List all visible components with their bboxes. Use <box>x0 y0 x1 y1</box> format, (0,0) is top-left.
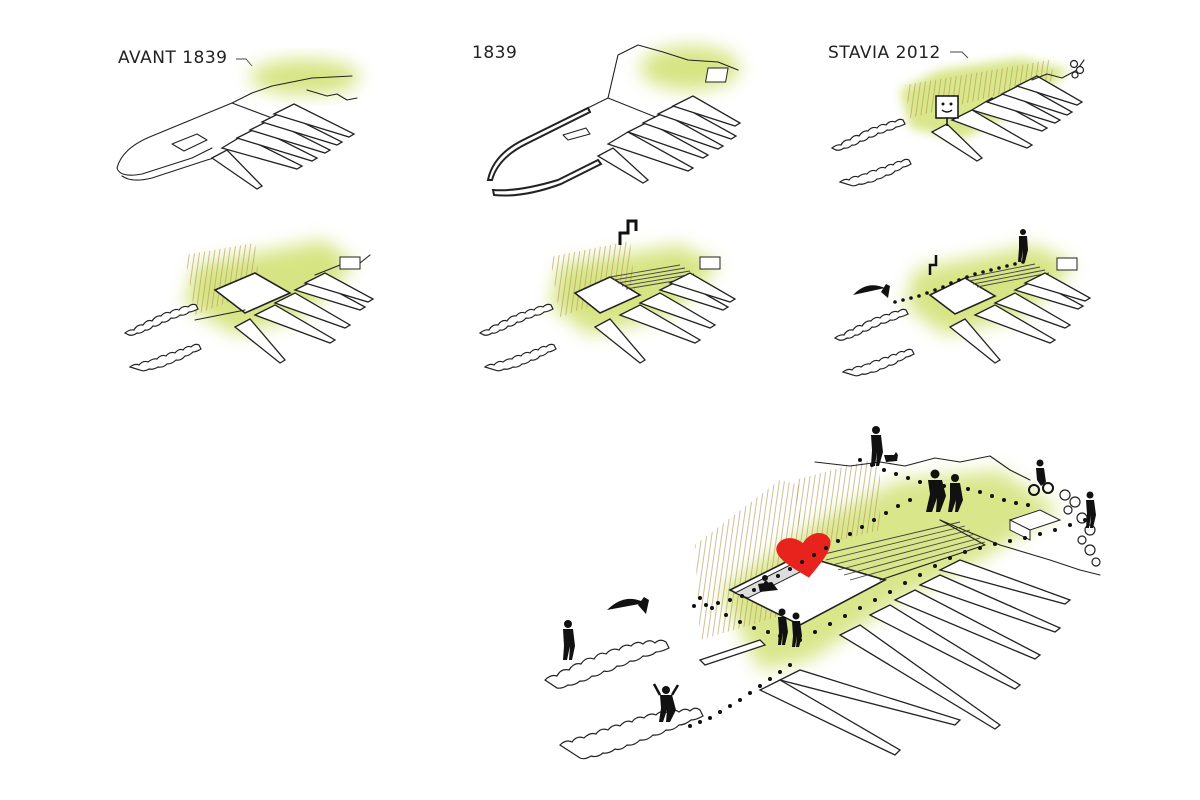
panel-plaza-concept <box>123 240 375 372</box>
panel-plaza-stairs <box>478 219 737 372</box>
person-silhouette-icon <box>1018 229 1028 262</box>
terraced-steps <box>609 264 699 290</box>
piers <box>698 559 1072 756</box>
person-silhouette-icon <box>926 469 946 512</box>
person-silhouette-icon <box>778 608 788 645</box>
stairs-icon <box>618 219 638 245</box>
person-silhouette-icon <box>948 474 963 512</box>
terraced-steps <box>819 519 986 581</box>
person-silhouette-icon <box>652 683 680 722</box>
building <box>705 67 729 83</box>
umbrella-icon <box>607 597 649 614</box>
panel-1839: 1839 <box>472 43 742 197</box>
person-silhouette-icon <box>1086 491 1096 528</box>
panel-avant-1839: AVANT 1839 <box>116 48 360 190</box>
vegetation-area <box>905 245 1075 335</box>
panel-title: 1839 <box>472 43 517 63</box>
building <box>1056 257 1078 271</box>
reeds <box>550 241 635 317</box>
label-leader <box>236 58 253 67</box>
person-silhouette-icon <box>563 620 575 660</box>
plaza <box>728 554 888 626</box>
panel-title: AVANT 1839 <box>118 48 227 68</box>
stairs-icon <box>928 255 938 275</box>
building <box>699 256 721 270</box>
plaza <box>213 272 292 314</box>
vegetation-area <box>250 59 360 95</box>
panel-title: STAVIA 2012 <box>828 43 941 63</box>
label-leader <box>950 51 969 59</box>
panel-paths-people <box>833 229 1092 377</box>
reeds <box>795 460 880 550</box>
building <box>339 256 361 270</box>
panel-final-design <box>544 426 1101 760</box>
site-plan <box>486 44 742 197</box>
quay-edge <box>939 519 1101 576</box>
heart-icon <box>776 532 831 578</box>
site-plan <box>116 75 358 190</box>
panel-stavia-2012: STAVIA 2012 <box>828 43 1085 187</box>
cyclist-icon <box>1028 459 1054 496</box>
dog-walker-icon <box>871 426 898 466</box>
person-silhouette-icon <box>792 612 802 647</box>
coastline <box>814 455 1031 481</box>
person-silhouette-icon <box>758 575 778 592</box>
site-plan <box>830 59 1085 187</box>
smiley-sign-icon <box>935 95 959 126</box>
umbrella-icon <box>853 284 890 298</box>
